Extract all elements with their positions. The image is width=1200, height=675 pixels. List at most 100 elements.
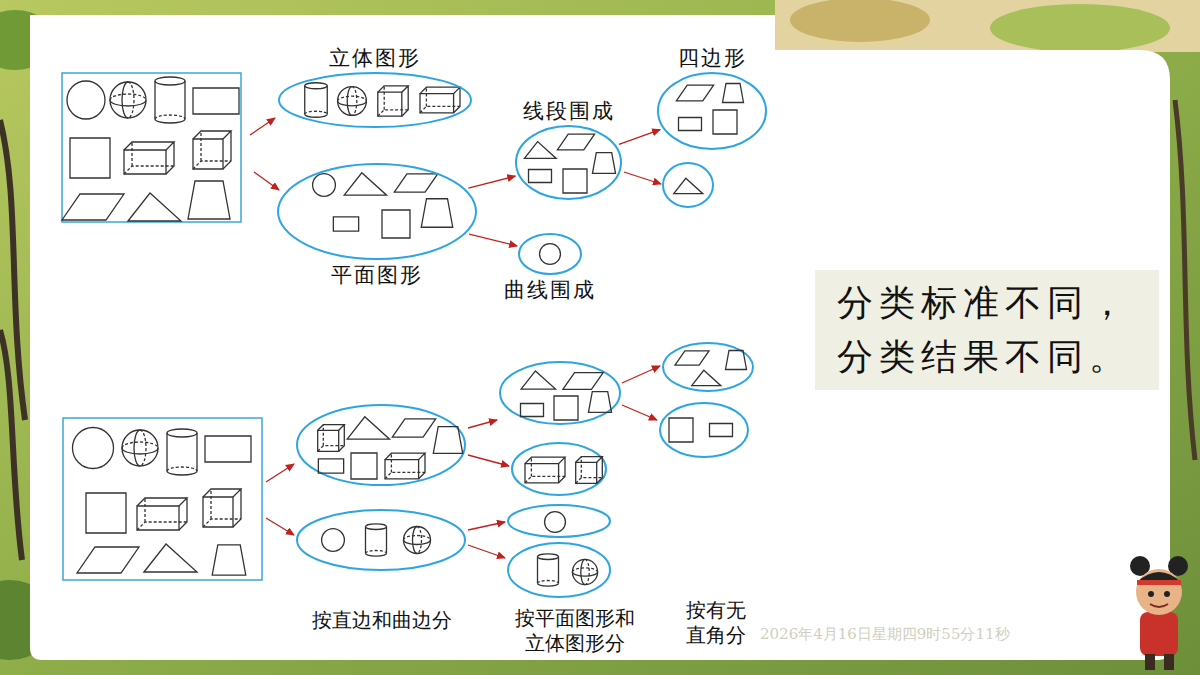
category-ellipse: 平面图形 <box>277 163 477 260</box>
category-heading: 曲线围成 <box>504 277 596 303</box>
ellipse-outline <box>277 163 477 260</box>
circle-figure <box>540 244 561 265</box>
ellipse-outline <box>518 233 582 275</box>
parallelogram-figure <box>62 194 124 220</box>
arrow-connector <box>469 234 517 246</box>
arrow-line <box>250 118 275 135</box>
trapezoid-figure <box>421 199 453 228</box>
column-caption: 按有无 直角分 <box>684 598 748 648</box>
source-box <box>62 73 241 222</box>
parallelogram-figure <box>557 134 594 150</box>
character-eye <box>1164 591 1170 597</box>
circle-figure <box>72 427 113 468</box>
cylinder-figure <box>366 524 387 556</box>
category-ellipse <box>663 163 713 207</box>
parallelogram-figure <box>77 547 139 573</box>
character-mouth <box>1150 604 1168 607</box>
triangle-figure <box>674 178 703 193</box>
character-head <box>1136 569 1182 615</box>
triangle-figure <box>347 417 389 439</box>
character-headband <box>1137 580 1181 585</box>
column-caption: 按直边和曲边分 <box>312 607 452 633</box>
trapezoid-figure <box>188 181 230 219</box>
cylinder-figure <box>167 429 197 475</box>
cube-figure <box>318 425 345 452</box>
triangle-figure <box>128 193 181 221</box>
square-figure <box>70 138 110 178</box>
cube-figure <box>203 489 241 527</box>
category-ellipse <box>508 505 610 537</box>
parallelogram-figure <box>675 351 709 365</box>
category-heading: 四边形 <box>678 45 747 71</box>
leaf-cluster <box>990 4 1170 52</box>
cuboid-figure <box>385 453 425 479</box>
category-ellipse <box>297 510 465 570</box>
tree-branch <box>1175 100 1195 460</box>
arrow-line <box>624 172 661 184</box>
ellipse-outline <box>278 72 472 128</box>
rectangle-figure <box>193 88 239 114</box>
trapezoid-figure <box>726 351 747 370</box>
arrow-connector <box>619 130 660 145</box>
rectangle-figure <box>205 436 251 462</box>
source-box <box>63 418 262 580</box>
sphere-figure <box>572 559 597 584</box>
sphere-figure <box>110 82 146 118</box>
category-ellipse: 立体图形 <box>278 72 472 128</box>
cylinder-figure <box>538 554 559 586</box>
arrow-line <box>254 172 279 190</box>
rectangle-figure <box>318 459 343 473</box>
tree-branch <box>0 120 25 560</box>
parallelogram-figure <box>392 419 435 437</box>
arrow-line <box>622 405 657 420</box>
category-ellipse <box>297 405 465 485</box>
circle-figure <box>313 174 336 197</box>
square-figure <box>86 493 126 533</box>
cuboid-figure <box>124 142 174 174</box>
cartoon-character <box>1130 556 1188 670</box>
rectangle-figure <box>521 404 544 417</box>
note-box: 分类标准不同， 分类结果不同。 <box>815 270 1159 390</box>
ellipse-outline <box>279 73 471 127</box>
category-ellipse <box>663 343 753 391</box>
square-figure <box>669 418 693 442</box>
trapezoid-figure <box>723 84 744 103</box>
triangle-figure <box>692 370 721 385</box>
arrow-line <box>468 522 505 530</box>
square-figure <box>554 396 578 420</box>
arrow-line <box>266 464 294 482</box>
note-text: 分类标准不同， 分类结果不同。 <box>837 276 1137 384</box>
circle-figure <box>545 512 566 533</box>
arrow-line <box>468 455 509 466</box>
category-ellipse <box>512 443 606 495</box>
character-eye <box>1148 591 1154 597</box>
ellipse-outline <box>515 125 622 200</box>
circle-figure <box>322 529 345 552</box>
trapezoid-figure <box>588 392 611 413</box>
triangle-figure <box>144 544 197 572</box>
category-ellipse: 四边形 <box>657 72 767 150</box>
sphere-figure <box>338 87 367 116</box>
column-caption: 按平面图形和 立体图形分 <box>512 606 638 656</box>
category-heading: 平面图形 <box>331 262 423 288</box>
square-figure <box>713 110 737 134</box>
square-figure <box>351 453 377 479</box>
ellipse-outline <box>657 72 767 150</box>
rectangle-figure <box>710 424 733 437</box>
square-figure <box>382 210 410 238</box>
square-figure <box>563 169 587 193</box>
triangle-figure <box>344 173 386 195</box>
category-ellipse <box>508 543 610 597</box>
ellipse-outline <box>658 73 766 149</box>
cuboid-figure <box>420 87 460 113</box>
cuboid-figure <box>137 498 187 530</box>
cube-figure <box>576 457 603 484</box>
category-heading: 立体图形 <box>329 45 421 71</box>
cylinder-figure <box>305 83 328 118</box>
cuboid-figure <box>525 457 565 483</box>
parallelogram-figure <box>563 373 603 390</box>
arrow-line <box>266 518 294 535</box>
parallelogram-figure <box>676 85 713 101</box>
category-ellipse <box>660 403 748 457</box>
rectangle-figure <box>333 217 358 231</box>
